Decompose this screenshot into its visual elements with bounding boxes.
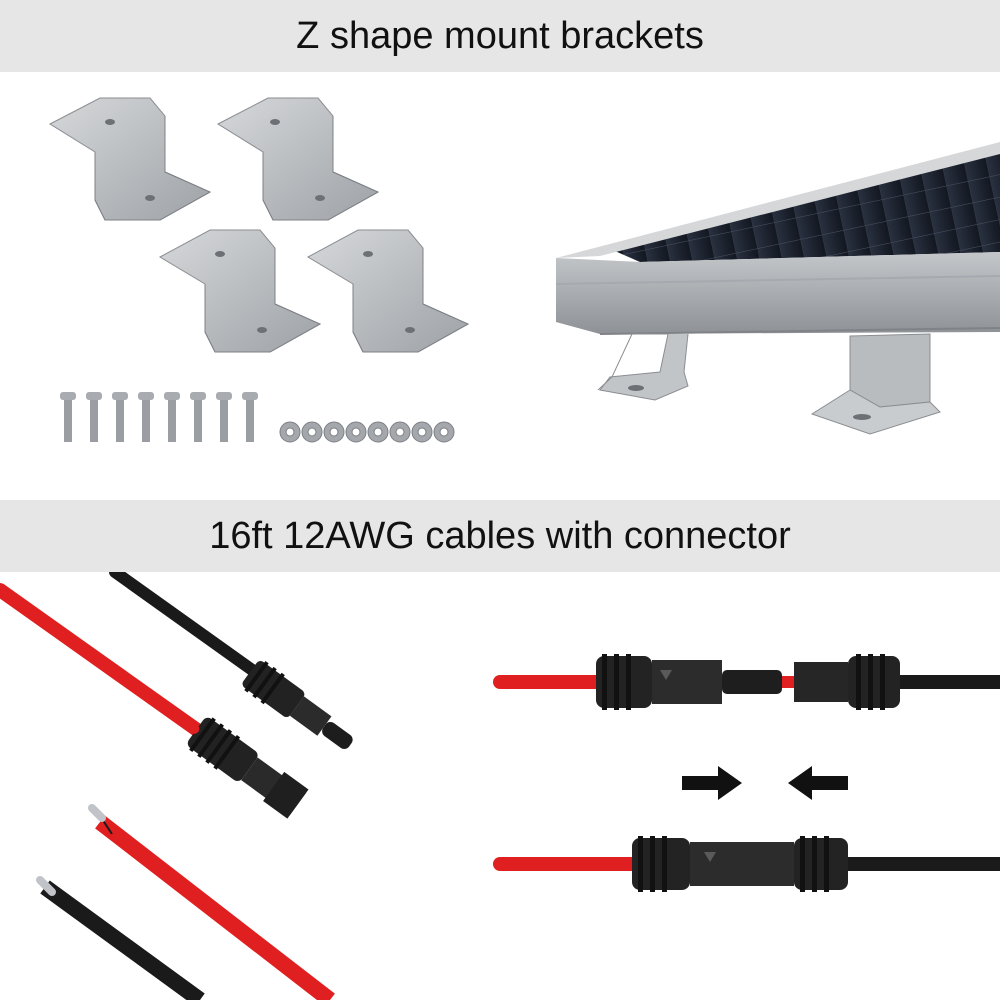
connector-pair-mated <box>493 836 1000 892</box>
section-title: Z shape mount brackets <box>296 14 704 57</box>
bracket <box>158 229 322 353</box>
bracket <box>48 97 212 221</box>
brackets-scene <box>0 72 1000 500</box>
section-title: 16ft 12AWG cables with connector <box>209 514 791 557</box>
cable-pair-with-connectors <box>0 572 353 1000</box>
arrow-left-icon <box>788 766 848 800</box>
connector-pair-unmated <box>493 654 1000 710</box>
solar-panel-image <box>555 142 1000 435</box>
bracket <box>306 229 470 353</box>
arrow-right-icon <box>682 766 742 800</box>
nut-set <box>279 421 455 443</box>
section-header-cables: 16ft 12AWG cables with connector <box>0 500 1000 572</box>
section-header-brackets: Z shape mount brackets <box>0 0 1000 72</box>
bracket <box>216 97 380 221</box>
cables-scene <box>0 572 1000 1000</box>
screw-set <box>60 392 258 442</box>
